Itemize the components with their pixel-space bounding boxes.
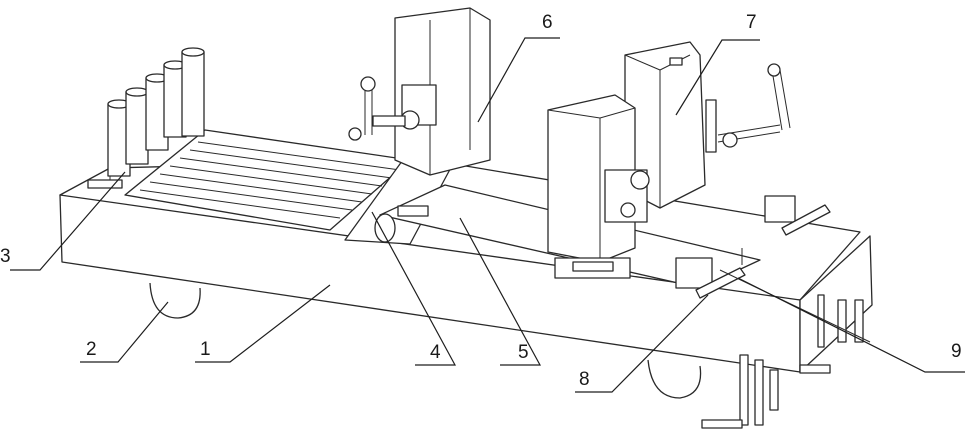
column-seven (625, 42, 790, 208)
callout-7: 7 (746, 12, 757, 33)
callout-9: 9 (951, 341, 962, 362)
callout-1: 1 (200, 339, 211, 360)
callout-3: 3 (0, 246, 11, 267)
callout-2: 2 (86, 339, 97, 360)
column-six (349, 8, 490, 175)
callout-6: 6 (542, 12, 553, 33)
wheel-left (150, 283, 200, 318)
callout-8: 8 (579, 369, 590, 390)
callout-4: 4 (430, 342, 441, 363)
callout-5: 5 (518, 342, 529, 363)
wheel-right (648, 360, 701, 398)
